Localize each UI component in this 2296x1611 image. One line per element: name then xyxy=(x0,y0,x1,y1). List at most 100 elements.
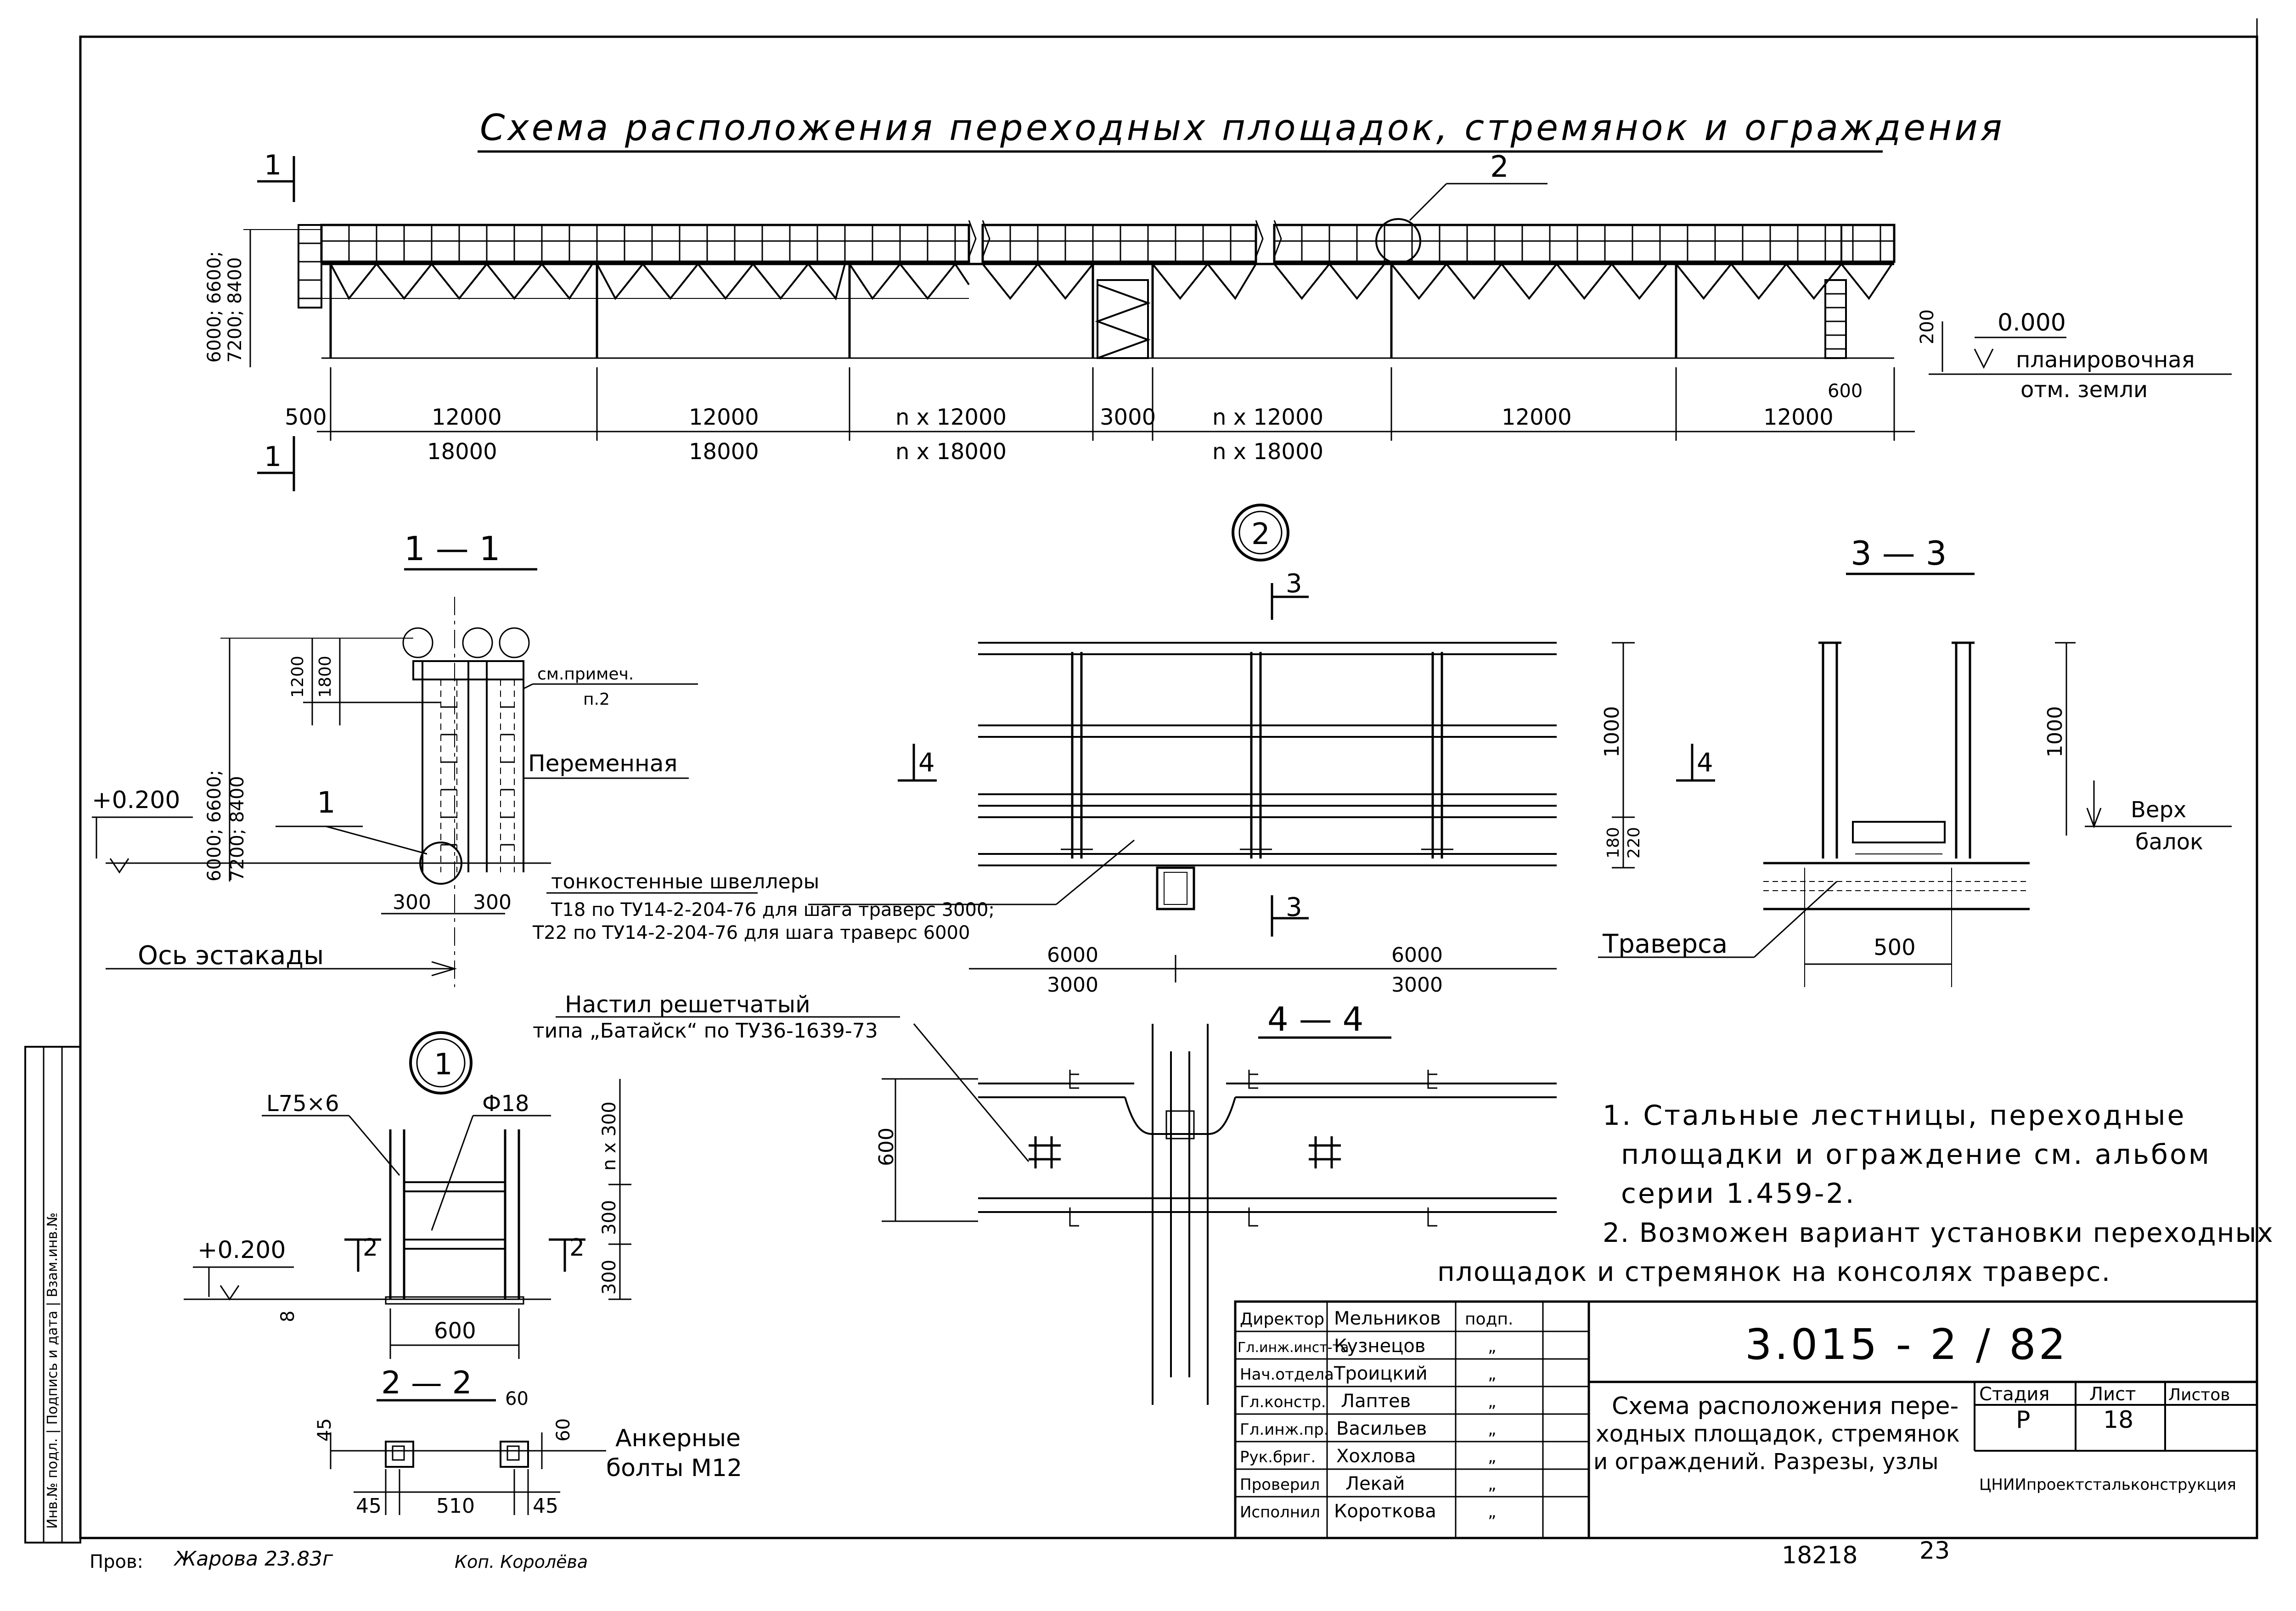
s44-deck-2: типа „Батайск“ по ТУ36-1639-73 xyxy=(533,1019,878,1043)
s22-anchor-1: Анкерные xyxy=(615,1425,741,1452)
node-2: 2 3 3 4 4 1000 180 220 6000 3000 6000 30… xyxy=(808,504,1715,997)
node-1-section-2-right: 2 xyxy=(569,1234,585,1262)
sig-name-5: Васильев xyxy=(1336,1418,1427,1439)
side-stamp-box xyxy=(24,1046,81,1544)
note-line-2: площадки и ограждение см. альбом xyxy=(1621,1139,2211,1171)
span-top-3: n x 12000 xyxy=(895,404,1007,430)
s11-channels-title: тонкостенные швеллеры xyxy=(551,870,819,893)
org-name: ЦНИИпроектстальконструкция xyxy=(1979,1476,2236,1494)
section-3-3: 3 — 3 500 Траверса 1000 Верх балок xyxy=(1598,534,2232,987)
level-value: 0.000 xyxy=(1998,309,2066,337)
elevation-heights-a: 6000; 6600; xyxy=(204,251,225,363)
s33-top-label-2: балок xyxy=(2135,829,2203,855)
node-1-elev-mark: +0.200 xyxy=(197,1236,286,1264)
section-4-4-title: 4 — 4 xyxy=(1267,1000,1363,1038)
page-number: 23 xyxy=(1919,1537,1950,1565)
s11-node-mark: 1 xyxy=(317,786,336,820)
doc-code: 3.015 - 2 / 82 xyxy=(1745,1320,2068,1369)
title-block: Директор Мельников подп. Гл.инж.инст-та … xyxy=(1234,1300,2258,1539)
sig-role-5: Гл.инж.пр. xyxy=(1240,1420,1329,1439)
s22-dim-60-right: 60 xyxy=(553,1418,574,1442)
s11-variable: Переменная xyxy=(528,750,677,777)
node-1-dim-300a: 300 xyxy=(599,1200,620,1235)
node-2-section-4-left: 4 xyxy=(918,748,935,778)
sig-mark-6: „ xyxy=(1488,1448,1497,1466)
dim-500: 500 xyxy=(285,404,327,430)
node-1-dim-600: 600 xyxy=(434,1318,476,1344)
s11-channels-line1: Т18 по ТУ14-2-204-76 для шага траверс 30… xyxy=(551,899,995,921)
span-top-7: 12000 xyxy=(1763,404,1834,430)
sheet-title-3: и ограждений. Разрезы, узлы xyxy=(1593,1449,1939,1475)
node-1-rod: Ф18 xyxy=(482,1091,529,1117)
section-mark-1-top: 1 xyxy=(264,149,281,181)
section-2-2: 2 — 2 45 60 60 45 510 45 Анкерные болты … xyxy=(314,1365,742,1518)
span-bottom-3: n x 18000 xyxy=(895,439,1007,465)
sig-name-3: Троицкий xyxy=(1334,1363,1428,1384)
sig-role-7: Проверил xyxy=(1240,1476,1320,1494)
sig-name-6: Хохлова xyxy=(1336,1446,1416,1467)
s11-note-ref: см.примеч. xyxy=(537,665,634,684)
sig-name-4: Лаптев xyxy=(1341,1391,1411,1412)
dim-600-elev: 600 xyxy=(1828,381,1863,402)
main-title: Схема расположения переходных площадок, … xyxy=(480,107,2005,149)
node-2-section-3-top: 3 xyxy=(1286,569,1302,599)
elevation-heights-b: 7200; 8400 xyxy=(225,257,246,363)
section-mark-1-bottom: 1 xyxy=(264,441,281,473)
s11-heights-a: 6000; 6600; xyxy=(204,770,225,881)
note-line-5: площадок и стремянок на консолях траверс… xyxy=(1437,1256,2111,1287)
sig-mark-1: подп. xyxy=(1465,1310,1513,1329)
node-2-dim-220: 220 xyxy=(1625,827,1643,859)
s44-deck-1: Настил решетчатый xyxy=(565,991,810,1018)
sheet-label: Лист xyxy=(2089,1384,2136,1405)
span-top-5: n x 12000 xyxy=(1212,404,1323,430)
s11-note-ref-2: п.2 xyxy=(583,690,610,709)
section-4-4: 4 — 4 Настил решетчатый типа „Батайск“ п… xyxy=(533,991,1557,1405)
node-2-dim-6000-right: 6000 xyxy=(1391,943,1443,967)
sig-mark-4: „ xyxy=(1488,1392,1497,1411)
node-2-mark: 2 xyxy=(1251,517,1270,551)
copy-signature: Коп. Королёва xyxy=(455,1552,588,1572)
sig-mark-2: „ xyxy=(1488,1337,1497,1356)
s22-dim-60-top: 60 xyxy=(505,1388,529,1409)
s11-dim-300-right: 300 xyxy=(473,891,512,914)
s11-dim-1200: 1200 xyxy=(288,656,307,698)
span-top-2: 12000 xyxy=(689,404,759,430)
sig-name-8: Короткова xyxy=(1334,1501,1436,1522)
s11-heights-b: 7200; 8400 xyxy=(227,776,248,881)
s22-anchor-2: болты М12 xyxy=(606,1454,742,1482)
node-1-section-2-left: 2 xyxy=(363,1234,378,1262)
s22-dim-45-left: 45 xyxy=(356,1494,382,1518)
sig-name-1: Мельников xyxy=(1334,1308,1441,1329)
outer-frame xyxy=(79,35,2258,1539)
s33-traverse: Траверса xyxy=(1602,929,1728,959)
note-line-3: серии 1.459-2. xyxy=(1621,1178,1856,1210)
s33-dim-1000: 1000 xyxy=(2043,706,2067,758)
sig-role-4: Гл.констр. xyxy=(1240,1393,1326,1411)
node-2-section-4-right: 4 xyxy=(1697,748,1713,778)
node-1-dim-300b: 300 xyxy=(599,1260,620,1295)
section-1-1-title: 1 — 1 xyxy=(404,529,500,568)
sig-mark-7: „ xyxy=(1488,1475,1497,1494)
node-2-section-3-bottom: 3 xyxy=(1286,893,1302,922)
sig-role-2: Гл.инж.инст-та xyxy=(1238,1340,1349,1356)
level-label-1: планировочная xyxy=(2016,347,2195,373)
dim-200: 200 xyxy=(1917,309,1938,344)
node-2-dim-6000-left: 6000 xyxy=(1047,943,1098,967)
sig-role-6: Рук.бриг. xyxy=(1240,1448,1316,1466)
node-1-angle: L75×6 xyxy=(266,1091,339,1117)
node-2-dim-180: 180 xyxy=(1604,827,1623,859)
callout-2-label: 2 xyxy=(1490,150,1509,184)
node-2-dim-3000-right: 3000 xyxy=(1391,973,1443,997)
node-2-dim-1000: 1000 xyxy=(1600,706,1624,758)
s11-axis-label: Ось эстакады xyxy=(138,941,324,971)
span-top-4: 3000 xyxy=(1100,404,1156,430)
s33-dim-500: 500 xyxy=(1874,935,1916,960)
archive-number: 18218 xyxy=(1782,1542,1857,1569)
sheet-title-2: ходных площадок, стремянок xyxy=(1596,1420,1960,1447)
node-1: 1 L75×6 Ф18 +0.200 2 2 n x 300 300 300 8… xyxy=(184,1031,631,1359)
section-1-1: 1 — 1 1200 1800 6000; 6600; 7200; 8400 с… xyxy=(92,529,995,987)
note-line-1: 1. Стальные лестницы, переходные xyxy=(1603,1100,2186,1132)
sig-mark-8: „ xyxy=(1488,1503,1497,1521)
span-top-6: 12000 xyxy=(1502,404,1572,430)
